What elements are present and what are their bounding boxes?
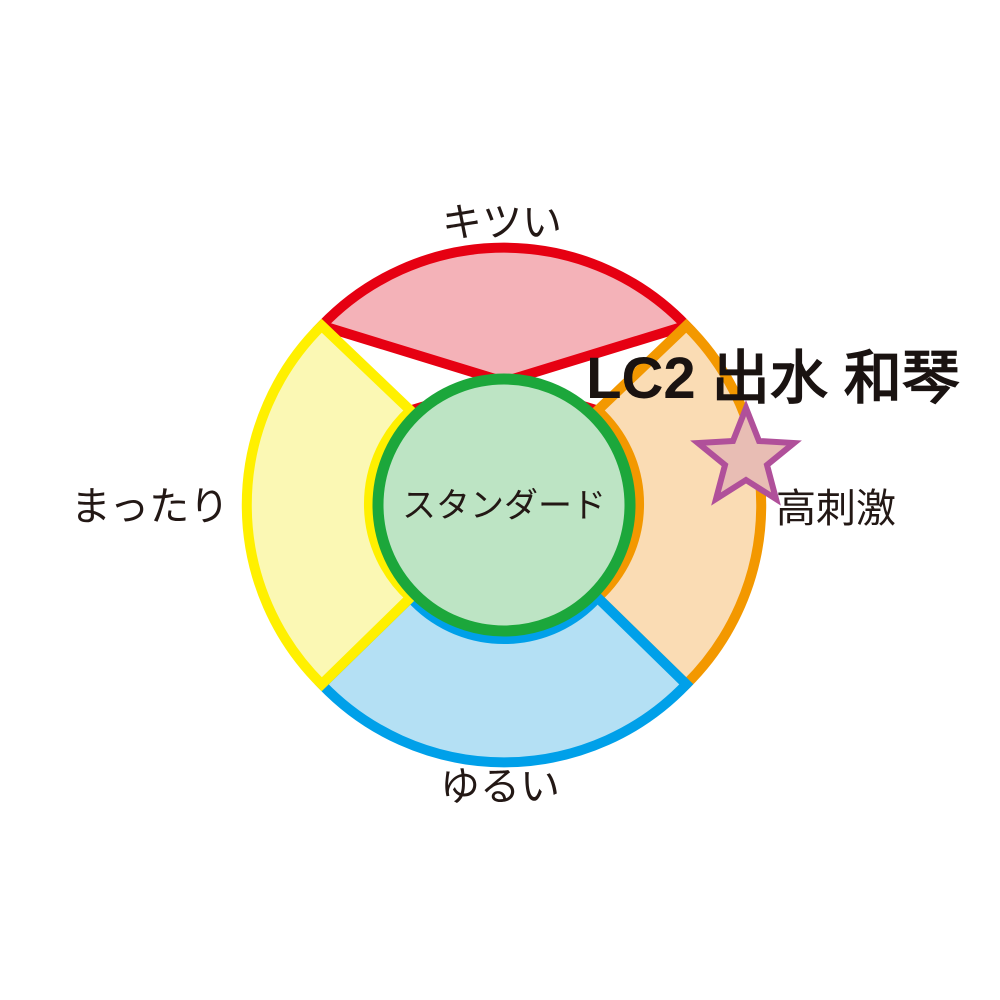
segment-left (241, 318, 418, 692)
label-right: 高刺激 (776, 486, 896, 532)
segment-bottom (314, 590, 694, 768)
label-bottom: ゆるい (440, 764, 560, 810)
center-circle (372, 373, 636, 637)
marker-title: LC2 出水 和琴 (586, 346, 960, 411)
star-icon (690, 399, 802, 506)
label-left: まったり (71, 484, 229, 530)
label-center: スタンダード (402, 486, 606, 526)
label-top: キツい (442, 200, 562, 246)
